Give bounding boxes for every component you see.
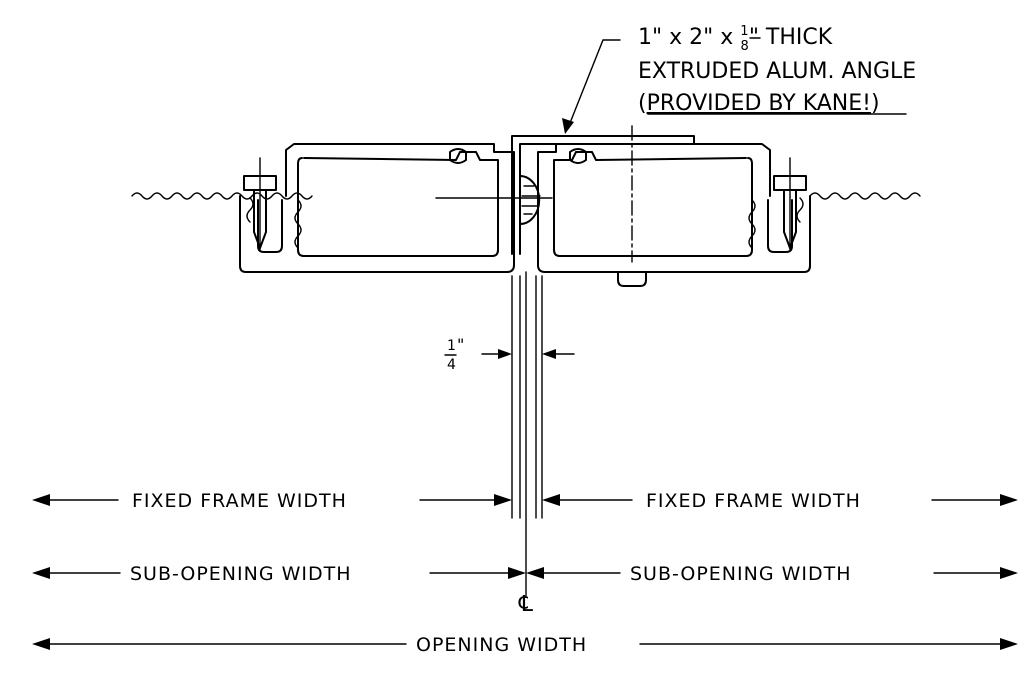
fixed-right-arrow-inner [542,494,560,506]
fixed-left-arrow-inner [494,494,512,506]
sub-opening-width-left-label: SUB-OPENING WIDTH [130,563,352,585]
callout-line-3: (PROVIDED BY KANE!) [638,91,880,116]
gap-fraction-denominator: 4 [447,357,456,373]
fixed-left-arrow-outer [32,494,50,506]
aluminum-angle [435,125,695,287]
sub-left-arrow-inner [508,567,526,579]
sub-left-arrow-outer [32,567,50,579]
fixed-frame-width-right-label: FIXED FRAME WIDTH [646,490,861,512]
screw-head-detail [521,185,541,215]
callout-line-2: EXTRUDED ALUM. ANGLE [638,59,916,84]
centerline-symbol: ℄ [518,592,534,617]
right-frame-clip [569,148,587,164]
gap-unit: " [457,335,464,354]
wall-edge-left-inner [246,197,254,223]
left-anchor [243,157,277,251]
bolt-below [617,271,647,287]
sub-right-arrow-inner [526,567,544,579]
callout-leader-line [567,39,621,129]
aluminum-angle-profile [511,135,695,255]
right-anchor [773,157,807,251]
callout-leader-arrowhead [562,118,574,134]
gap-fraction-numerator: 1 [447,338,456,354]
wall-surface-right [809,192,921,200]
sub-right-arrow-outer [1000,567,1018,579]
sub-opening-width-right-label: SUB-OPENING WIDTH [630,563,852,585]
wall-edge-right-inner [796,197,804,223]
left-frame [239,143,515,273]
right-anchor-head [773,175,807,191]
gap-arrow-right-head [542,349,556,359]
sub-opening-width-row: SUB-OPENING WIDTH SUB-OPENING WIDTH [32,563,1018,585]
gap-arrow-left-head [498,349,512,359]
screw-head [519,175,541,225]
gap-dimension: 1 4 " [444,275,575,519]
left-frame-inner [297,151,499,257]
left-frame-channel [257,199,283,253]
fixed-frame-width-left-label: FIXED FRAME WIDTH [132,490,347,512]
opening-width-row: OPENING WIDTH [32,634,1018,656]
fixed-frame-width-row: FIXED FRAME WIDTH FIXED FRAME WIDTH [32,490,1018,512]
opening-width-label: OPENING WIDTH [416,634,587,656]
left-anchor-head [243,175,277,191]
left-frame-clip [449,148,467,164]
callout-leader [562,39,621,134]
wall-surface-left [131,192,313,200]
right-frame-channel [767,199,793,253]
fixed-right-arrow-outer [1000,494,1018,506]
opening-arrow-left [32,638,50,650]
wall-surface [131,192,921,249]
opening-arrow-right [1000,638,1018,650]
right-frame-outer [537,143,811,273]
right-frame-inner [553,151,753,257]
left-frame-outer [239,143,515,273]
right-frame [537,143,811,273]
